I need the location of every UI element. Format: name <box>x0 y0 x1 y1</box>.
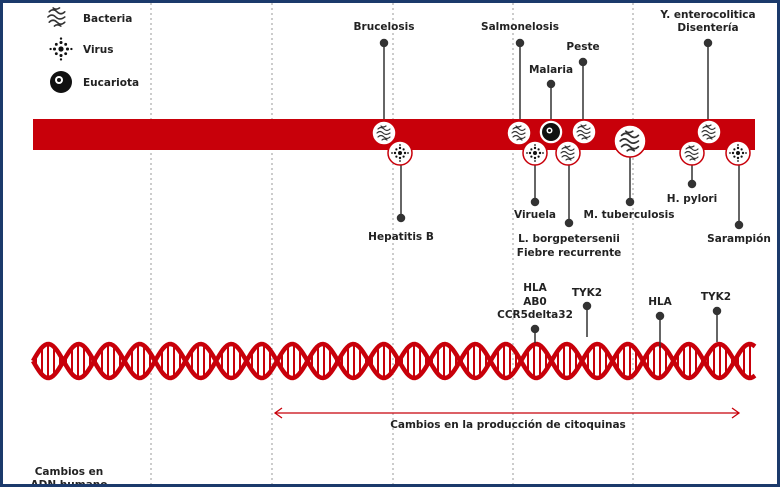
label-salmonelosis: Salmonelosis <box>481 21 559 33</box>
y-enterocolitica-bacteria-icon <box>696 119 722 145</box>
label-m-tuberculosis: M. tuberculosis <box>583 209 675 221</box>
row-label-line1: Cambios en <box>34 466 104 478</box>
h-pylori-bacteria-icon <box>679 140 705 166</box>
brucelosis-bacteria-icon <box>371 120 397 146</box>
malaria-eukaryote-icon <box>538 119 564 145</box>
hepatitis-b-virus-icon <box>387 140 413 166</box>
gene-label-tyk2-1: TYK2 <box>571 287 603 299</box>
bacteria-icon <box>47 7 66 27</box>
virus-icon <box>49 37 73 61</box>
dna-strand-2 <box>31 341 757 381</box>
grid-lines <box>150 3 634 484</box>
gene-label-hla-2: HLA <box>648 296 672 308</box>
label-fiebre-recurrente: Fiebre recurrente <box>516 247 622 259</box>
cytokine-range-arrow <box>273 407 741 419</box>
legend-bacteria-label: Bacteria <box>83 13 133 25</box>
peste-bacteria-icon <box>571 119 597 145</box>
salmonelosis-bacteria-icon <box>506 120 532 146</box>
dna-strand-1 <box>31 341 757 381</box>
label-l-borgpetersenii: L. borgpetersenii <box>518 233 620 245</box>
gene-label-hla-1: HLA <box>523 282 547 294</box>
diagram-canvas <box>31 3 757 484</box>
gene-label-tyk2-2: TYK2 <box>700 291 732 303</box>
l-borgpetersenii-bacteria-icon <box>555 140 581 166</box>
label-malaria: Malaria <box>528 64 574 76</box>
gene-label-ab0: AB0 <box>523 296 547 308</box>
viruela-virus-icon <box>522 140 548 166</box>
m-tuberculosis-bacteria-icon <box>613 124 647 158</box>
legend-virus-label: Virus <box>83 44 114 56</box>
label-y-enterocolitica: Y. enterocolitica <box>660 9 756 21</box>
dna-helix <box>31 341 757 381</box>
pins-above <box>379 38 713 119</box>
legend-eukaryote-label: Eucariota <box>83 77 140 89</box>
label-brucelosis: Brucelosis <box>353 21 415 33</box>
label-h-pylori: H. pylori <box>666 193 718 205</box>
row-label-line2: ADN humano <box>30 479 108 487</box>
pins-below <box>396 153 744 230</box>
eukaryote-icon <box>50 71 72 93</box>
gene-label-ccr5: CCR5delta32 <box>497 309 573 321</box>
label-disenteria: Disentería <box>677 22 739 34</box>
label-viruela: Viruela <box>514 209 556 221</box>
label-peste: Peste <box>566 41 600 53</box>
sarampion-virus-icon <box>725 140 751 166</box>
cytokine-range-label: Cambios en la producción de citoquinas <box>390 419 626 431</box>
label-sarampion: Sarampión <box>707 233 771 245</box>
label-hepatitis-b: Hepatitis B <box>368 231 434 243</box>
gene-pins <box>530 301 722 348</box>
pathogen-markers <box>371 119 751 166</box>
